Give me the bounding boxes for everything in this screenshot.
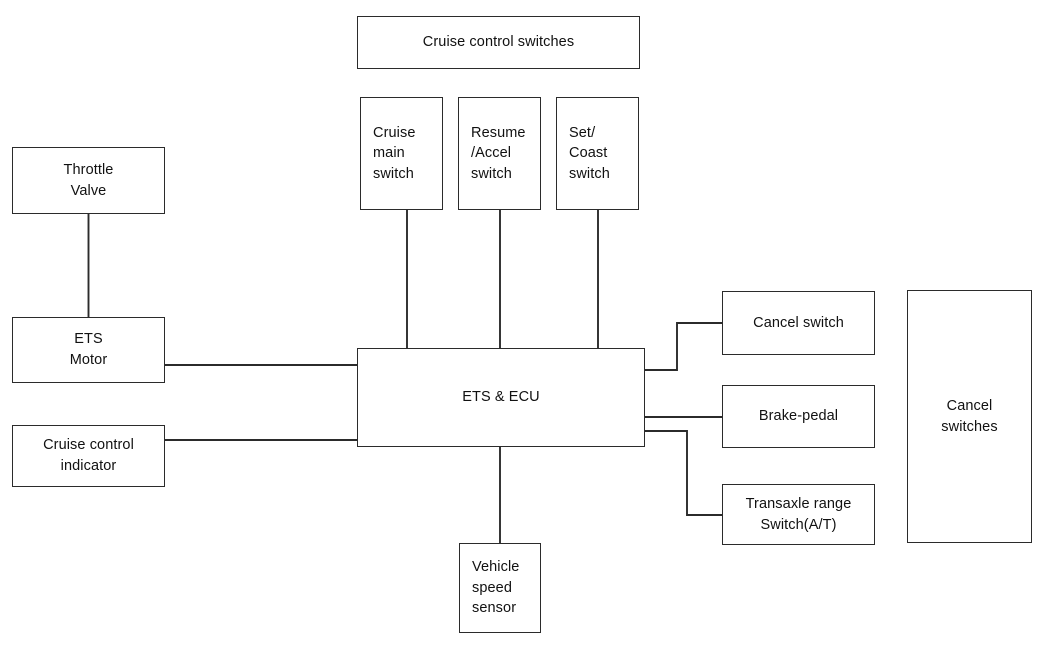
node-cruise-main-switch[interactable]: Cruise main switch [360, 97, 443, 210]
node-vehicle-speed-sensor[interactable]: Vehicle speed sensor [459, 543, 541, 633]
node-label: Resume /Accel switch [471, 124, 526, 182]
wire-ecu-to-cancel-switch [645, 322, 722, 371]
node-cruise-control-switches[interactable]: Cruise control switches [357, 16, 640, 69]
node-label: Brake-pedal [758, 408, 839, 425]
node-label: Cruise control indicator [43, 437, 134, 474]
node-brake-pedal[interactable]: Brake-pedal [722, 385, 875, 448]
node-throttle-valve[interactable]: Throttle Valve [12, 147, 165, 214]
node-label: Cruise control switches [422, 34, 575, 51]
node-cruise-control-indicator[interactable]: Cruise control indicator [12, 425, 165, 487]
node-label: Cancel switch [753, 314, 844, 331]
wire-ecu-to-transaxle-switch [645, 430, 722, 516]
node-label: Transaxle range Switch(A/T) [745, 495, 852, 533]
node-ets-ecu[interactable]: ETS & ECU [357, 348, 645, 447]
node-label: ETS Motor [69, 331, 108, 368]
node-label: ETS & ECU [462, 389, 540, 406]
node-transaxle-range-switch[interactable]: Transaxle range Switch(A/T) [722, 484, 875, 545]
node-label: Cancel switches [941, 397, 998, 435]
node-cancel-switch[interactable]: Cancel switch [722, 291, 875, 355]
node-ets-motor[interactable]: ETS Motor [12, 317, 165, 383]
node-label: Throttle Valve [63, 161, 114, 199]
node-label: Cruise main switch [373, 124, 416, 182]
node-set-coast-switch[interactable]: Set/ Coast switch [556, 97, 639, 210]
node-label: Vehicle speed sensor [472, 559, 520, 617]
node-label: Set/ Coast switch [569, 124, 610, 182]
node-cancel-switches-group[interactable]: Cancel switches [907, 290, 1032, 543]
node-resume-accel-switch[interactable]: Resume /Accel switch [458, 97, 541, 210]
